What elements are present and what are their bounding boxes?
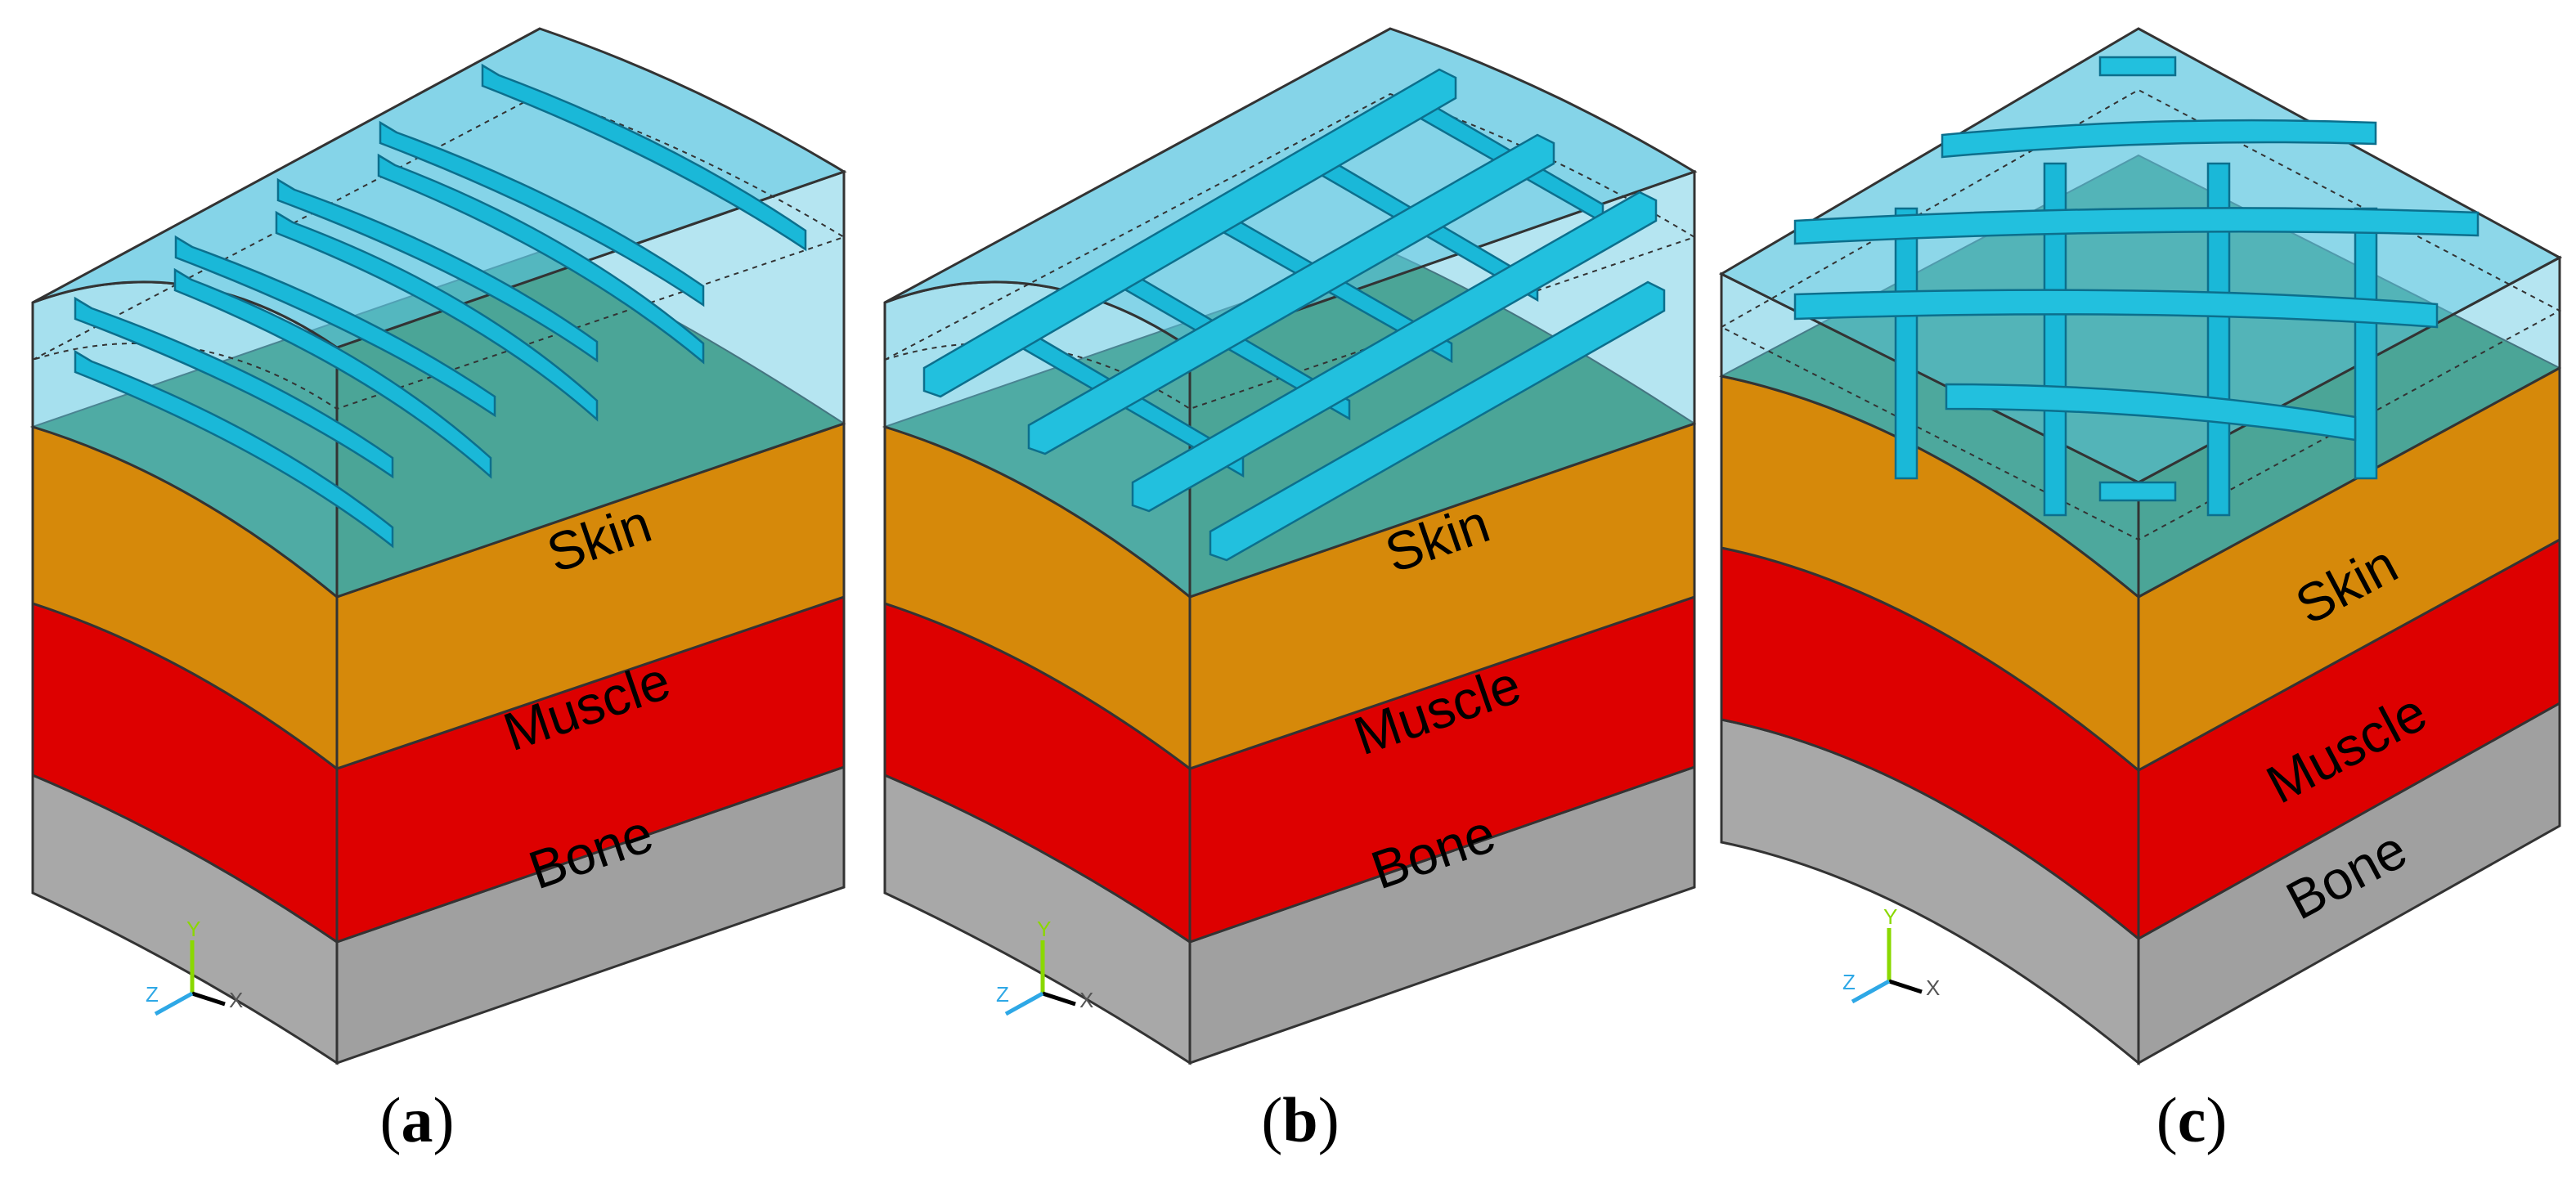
- microchannel-grid-upper: [922, 68, 1666, 562]
- axis-label-z: Z: [146, 982, 159, 1007]
- caption-close: ): [433, 1084, 455, 1155]
- microchannel-array: [74, 63, 807, 549]
- caption-letter: b: [1282, 1084, 1318, 1155]
- microchannel: [74, 349, 394, 549]
- microchannel: [1027, 133, 1555, 455]
- microchannel: [922, 68, 1457, 398]
- caption-open: (: [1261, 1084, 1283, 1155]
- hydrogel-front: [1720, 271, 2140, 600]
- axis-label-x: X: [1926, 975, 1940, 1000]
- microchannel: [1941, 119, 2377, 159]
- axis-triad: Y X Z: [996, 917, 1093, 1016]
- caption-close: ): [2206, 1084, 2228, 1155]
- microchannel: [1793, 207, 2480, 245]
- microchannel: [1131, 191, 1658, 513]
- axis-triad: Y X Z: [146, 917, 243, 1016]
- microchannel: [1894, 207, 1919, 480]
- axis-label-z: Z: [1842, 970, 1856, 994]
- panel-caption-a: (a): [335, 1083, 499, 1157]
- axis-label-x: X: [1079, 988, 1093, 1012]
- panel-b-model: Skin Muscle Bone Y X Z: [882, 27, 1698, 1065]
- microchannel: [1209, 280, 1666, 562]
- microchannel: [174, 235, 496, 418]
- microchannel: [377, 153, 705, 365]
- axis-triad: Y X Z: [1842, 904, 1940, 1004]
- hydrogel-midline: [1719, 88, 2562, 541]
- axis-label-y: Y: [1883, 904, 1897, 929]
- axis-label-y: Y: [186, 917, 200, 941]
- panel-c-model: Skin Muscle Bone Y X Z: [1718, 27, 2563, 1066]
- panel-caption-b: (b): [1218, 1083, 1382, 1157]
- axis-label-z: Z: [996, 982, 1009, 1007]
- panel-a-model: Skin Muscle Bone Y X Z: [29, 27, 847, 1065]
- caption-open: (: [2156, 1084, 2178, 1155]
- caption-letter: c: [2177, 1084, 2206, 1155]
- microchannel: [276, 177, 599, 363]
- panel-caption-c: (c): [2110, 1083, 2273, 1157]
- caption-close: ): [1317, 1084, 1340, 1155]
- microchannel: [173, 267, 492, 479]
- microchannel: [1945, 383, 2357, 442]
- microchannel: [2354, 207, 2378, 480]
- caption-letter: a: [401, 1084, 433, 1155]
- hydrogel-top: [1718, 27, 2563, 484]
- microchannel: [74, 296, 394, 479]
- microchannel: [2098, 481, 2177, 502]
- microchannel: [481, 63, 807, 252]
- microchannel: [379, 120, 705, 307]
- microchannel-struts: [1894, 162, 2378, 517]
- microchannel-bars: [1793, 56, 2480, 502]
- axis-label-x: X: [229, 988, 243, 1012]
- caption-open: (: [379, 1084, 402, 1155]
- axis-label-y: Y: [1037, 917, 1051, 941]
- microchannel: [275, 210, 599, 422]
- microchannel: [2098, 56, 2177, 77]
- microchannel: [1793, 289, 2439, 329]
